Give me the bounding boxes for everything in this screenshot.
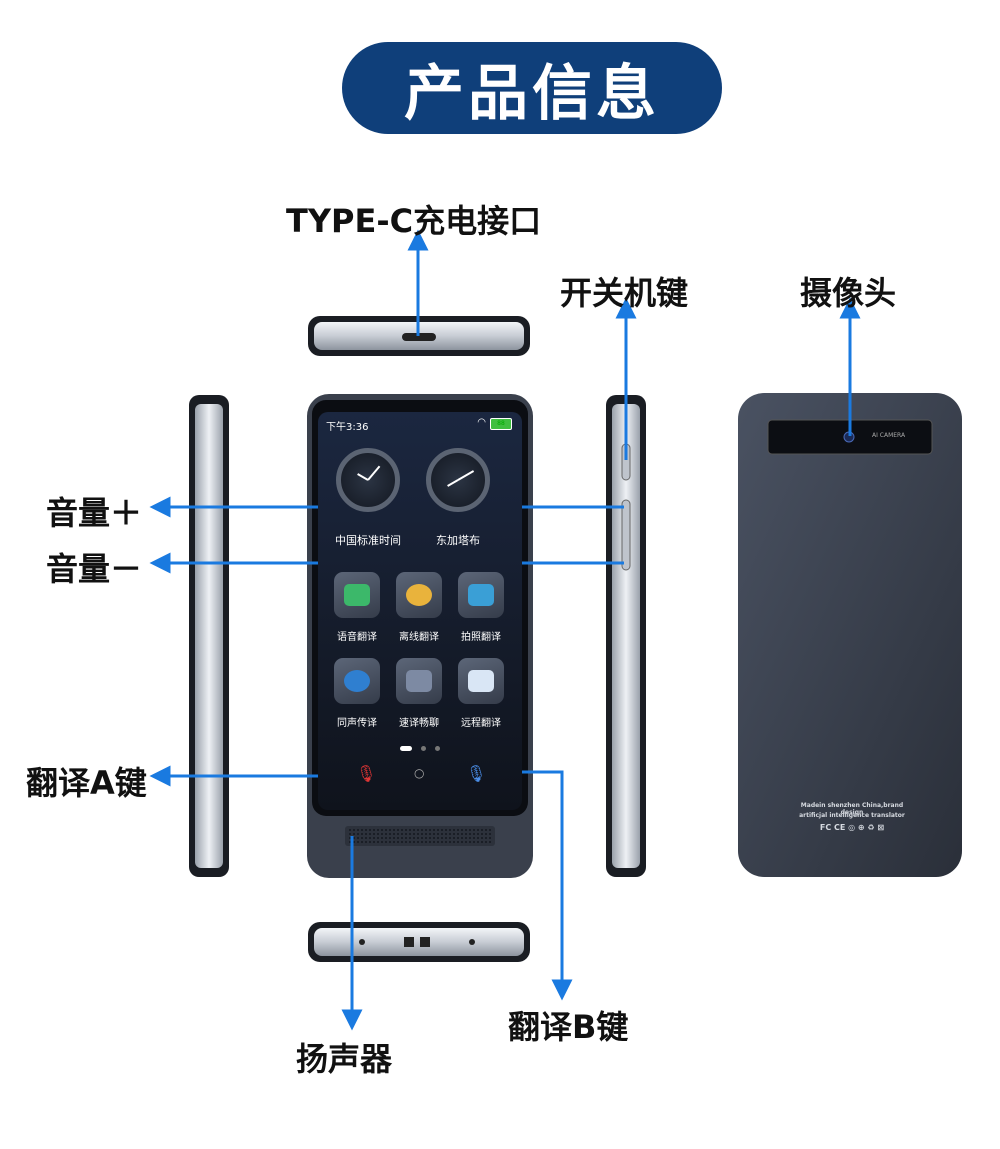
clock-label-tonga: 东加塔布 [436,534,480,547]
label-camera: 摄像头 [800,274,897,312]
label-volume-down: 音量－ [46,550,143,588]
app-label: 速译畅聊 [399,718,439,729]
clock-label-china: 中国标准时间 [335,534,401,547]
app-voice-translate[interactable] [334,572,380,618]
wifi-icon: ◠ [477,417,486,428]
mic-b-icon[interactable]: 🎙 [466,764,487,783]
app-label: 离线翻译 [399,632,439,643]
app-label: 拍照翻译 [461,632,501,643]
label-volume-up: 音量＋ [46,494,143,532]
page-indicator[interactable] [400,736,441,755]
label-translate-b: 翻译B键 [508,1008,629,1046]
mic-a-icon[interactable]: 🎙 [356,764,377,783]
back-camera-text: AI CAMERA [872,432,906,439]
certification-marks: FC CE ◎ ⊕ ♻ ⊠ [819,823,885,832]
app-label: 语音翻译 [337,632,377,643]
device-screen: 下午3:36 ◠ 88 中国标准时间 东加塔布 语音翻译 离线翻译 拍照翻译 同… [318,412,522,810]
app-photo-translate[interactable] [458,572,504,618]
app-quick-chat[interactable] [396,658,442,704]
clock-tonga[interactable] [426,448,490,512]
left-side-view [189,395,229,877]
app-label: 同声传译 [337,718,377,729]
status-time: 下午3:36 [326,422,369,433]
app-simultaneous-interp[interactable] [334,658,380,704]
battery-icon: 88 [490,418,512,430]
page-title: 产品信息 [404,58,660,129]
label-speaker: 扬声器 [296,1040,393,1078]
app-offline-translate[interactable] [396,572,442,618]
right-side-view [606,395,646,877]
app-remote-translate[interactable] [458,658,504,704]
label-type-c: TYPE-C充电接口 [286,202,542,240]
title-banner: 产品信息 [342,42,722,134]
label-translate-a: 翻译A键 [26,764,147,802]
back-print-line1: Madein shenzhen China,brand design [800,802,904,816]
app-label: 远程翻译 [461,718,501,729]
back-print-line2: artificjal intelligence translator [799,812,905,819]
bottom-view [308,922,530,962]
home-icon[interactable]: ○ [414,766,425,780]
clock-china[interactable] [336,448,400,512]
label-power-key: 开关机键 [560,274,689,312]
